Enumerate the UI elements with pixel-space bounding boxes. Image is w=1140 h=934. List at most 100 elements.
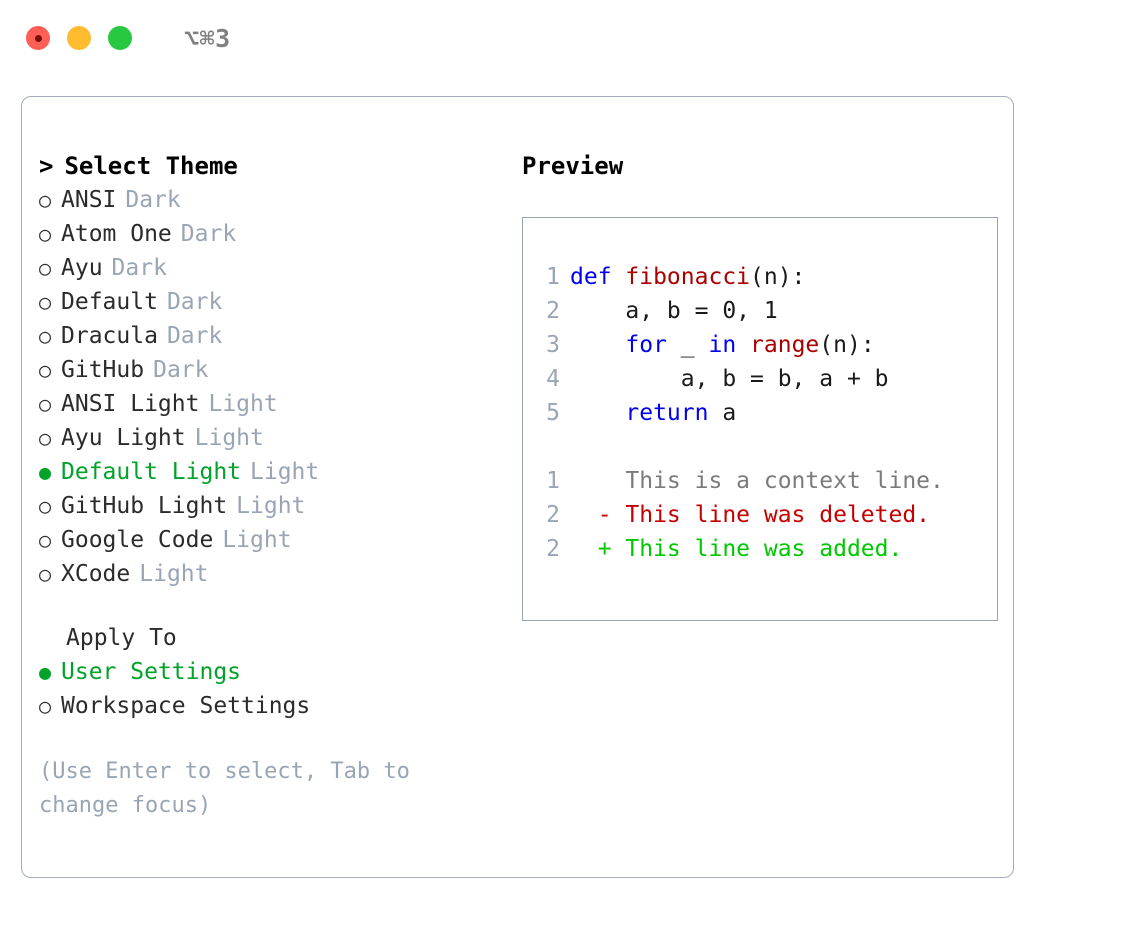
code-token-txt: _ <box>666 332 709 358</box>
diff-marker <box>570 468 625 494</box>
theme-option-label: Default Light <box>61 459 242 485</box>
code-line-content: def fibonacci(n): <box>570 260 805 294</box>
diff-line-text: This line was deleted. <box>625 502 931 528</box>
radio-selected-icon: ● <box>39 460 52 484</box>
code-token-kw: def <box>570 264 626 290</box>
radio-unselected-icon: ○ <box>39 222 52 246</box>
code-line-content: a, b = 0, 1 <box>570 294 777 328</box>
theme-option-label: Dracula <box>61 323 158 349</box>
theme-option-variant-tag: Light <box>236 493 306 519</box>
radio-unselected-icon: ○ <box>39 562 52 586</box>
code-line-number: 5 <box>546 400 560 426</box>
theme-option-label: Ayu <box>61 255 103 281</box>
theme-option-github-light[interactable]: ○ GitHub Light Light <box>39 489 504 523</box>
radio-unselected-icon: ○ <box>39 392 52 416</box>
theme-option-label: GitHub <box>61 357 145 383</box>
theme-option-variant-tag: Light <box>139 561 209 587</box>
diff-line-ctx: 1 This is a context line. <box>532 464 997 498</box>
code-line-number: 2 <box>546 298 560 324</box>
code-token-kw: return <box>625 400 709 426</box>
code-token-txt: (n): <box>750 264 806 290</box>
code-token-txt <box>570 400 625 426</box>
code-line: 5 return a <box>532 396 997 430</box>
theme-option-label: ANSI <box>61 187 117 213</box>
radio-unselected-icon: ○ <box>39 694 52 718</box>
code-token-txt: (n): <box>819 332 875 358</box>
maximize-button[interactable] <box>108 26 132 50</box>
diff-line-text: This is a context line. <box>625 468 944 494</box>
close-button[interactable] <box>26 26 50 50</box>
theme-option-variant-tag: Light <box>194 425 264 451</box>
code-token-kw: for <box>625 332 667 358</box>
code-token-txt: a <box>708 400 737 426</box>
radio-unselected-icon: ○ <box>39 358 52 382</box>
code-line-content: for _ in range(n): <box>570 328 875 362</box>
radio-unselected-icon: ○ <box>39 494 52 518</box>
diff-line-content: - This line was deleted. <box>570 498 930 532</box>
apply-to-option-list: ●User Settings ○ Workspace Settings <box>39 655 504 723</box>
radio-selected-icon: ● <box>39 660 52 684</box>
theme-option-variant-tag: Dark <box>125 187 181 213</box>
apply-to-option-user-settings[interactable]: ●User Settings <box>39 655 504 689</box>
code-token-fn: range <box>750 332 820 358</box>
theme-option-default-light[interactable]: ● Default Light Light <box>39 455 504 489</box>
code-line: 2 a, b = 0, 1 <box>532 294 997 328</box>
code-line: 3 for _ in range(n): <box>532 328 997 362</box>
theme-option-variant-tag: Light <box>208 391 278 417</box>
code-line-content: return a <box>570 396 736 430</box>
theme-option-ayu-light[interactable]: ○ Ayu Light Light <box>39 421 504 455</box>
theme-option-ansi-light[interactable]: ○ ANSI Light Light <box>39 387 504 421</box>
code-token-txt: a, b = b, a + b <box>570 366 889 392</box>
apply-to-option-workspace-settings[interactable]: ○ Workspace Settings <box>39 689 504 723</box>
code-line-number: 3 <box>546 332 560 358</box>
diff-line-number: 1 <box>546 468 560 494</box>
keyboard-hint-text: (Use Enter to select, Tab to change focu… <box>39 759 424 818</box>
diff-marker: + <box>570 536 626 562</box>
diff-line-number: 2 <box>546 536 560 562</box>
theme-option-label: GitHub Light <box>61 493 228 519</box>
code-token-txt <box>570 332 625 358</box>
diff-marker: - <box>570 502 626 528</box>
apply-to-heading: Apply To <box>66 625 177 651</box>
code-line: 4 a, b = b, a + b <box>532 362 997 396</box>
theme-option-label: Default <box>61 289 158 315</box>
diff-line-content: This is a context line. <box>570 464 944 498</box>
diff-line-content: + This line was added. <box>570 532 903 566</box>
code-line-number: 1 <box>546 264 560 290</box>
code-token-fn: fibonacci <box>625 264 751 290</box>
theme-option-atom-one[interactable]: ○ Atom One Dark <box>39 217 504 251</box>
radio-unselected-icon: ○ <box>39 426 52 450</box>
theme-option-variant-tag: Dark <box>180 221 237 247</box>
diff-line-number: 2 <box>546 502 560 528</box>
preview-heading: Preview <box>522 152 624 180</box>
diff-sample: 1 This is a context line.2 - This line w… <box>532 464 997 566</box>
code-token-txt <box>736 332 750 358</box>
minimize-button[interactable] <box>67 26 91 50</box>
theme-option-variant-tag: Light <box>250 459 320 485</box>
theme-option-label: Ayu Light <box>61 425 186 451</box>
diff-line-add: 2 + This line was added. <box>532 532 997 566</box>
diff-line-del: 2 - This line was deleted. <box>532 498 997 532</box>
theme-option-label: Atom One <box>61 221 172 247</box>
theme-option-label: Google Code <box>61 527 214 553</box>
radio-unselected-icon: ○ <box>39 324 52 348</box>
code-line: 1 def fibonacci(n): <box>532 260 997 294</box>
code-line-number: 4 <box>546 366 560 392</box>
theme-option-variant-tag: Dark <box>166 323 223 349</box>
radio-unselected-icon: ○ <box>39 256 52 280</box>
theme-option-github[interactable]: ○ GitHub Dark <box>39 353 504 387</box>
window-shortcut-label: ⌥⌘3 <box>184 23 231 53</box>
theme-option-dracula[interactable]: ○ Dracula Dark <box>39 319 504 353</box>
apply-to-option-label: Workspace Settings <box>61 693 311 719</box>
theme-option-label: ANSI Light <box>61 391 200 417</box>
theme-option-variant-tag: Dark <box>153 357 209 383</box>
radio-unselected-icon: ○ <box>39 528 52 552</box>
